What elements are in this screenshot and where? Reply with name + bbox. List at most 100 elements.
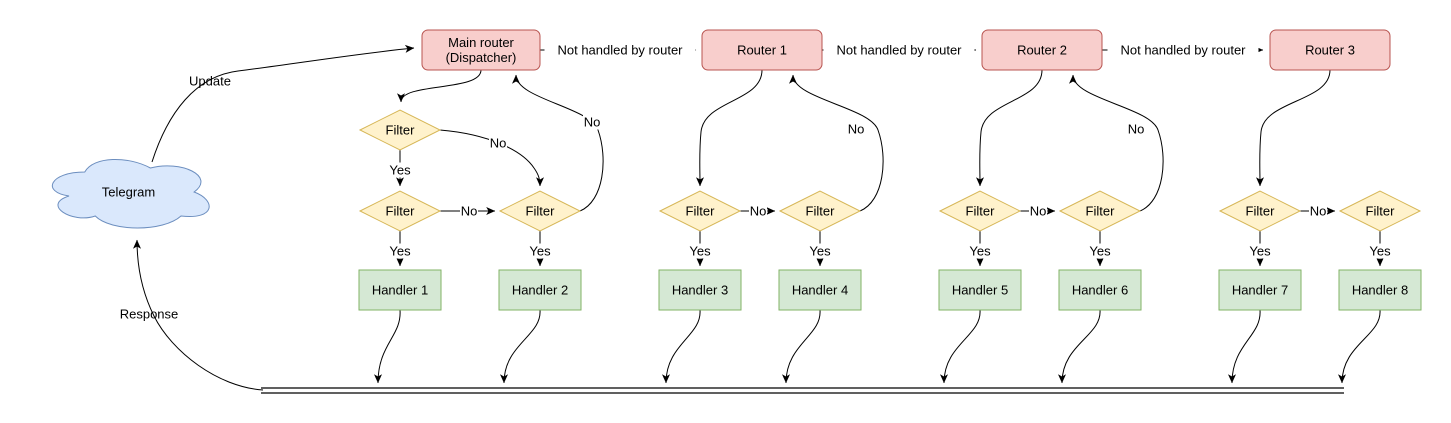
filter1-no-label-bg <box>460 203 478 219</box>
filter4-yes-label-bg <box>807 243 833 259</box>
handler-8-node <box>1338 269 1422 311</box>
filter3-yes-label: Yes <box>689 244 711 259</box>
handler2-to-bus-edge <box>500 309 541 384</box>
filter-main-top-node <box>358 109 442 151</box>
main-router-node <box>421 29 541 71</box>
filter0-yes-label-bg <box>387 162 413 178</box>
filter4-no-return-label-bg <box>847 121 865 137</box>
handler-6-label: Handler 6 <box>1072 283 1128 298</box>
filter0-no-label: No <box>490 136 507 151</box>
filter7-no-label-bg <box>1309 203 1327 219</box>
filter6-no-return-edge <box>1069 74 1164 212</box>
router2-to-filter-edge <box>975 69 1043 187</box>
not-handled-3-label: Not handled by router <box>1120 43 1246 58</box>
handler3-to-bus-edge <box>662 309 701 384</box>
response-bus-line <box>261 387 1344 394</box>
router-3-label-line: Router 3 <box>1305 43 1355 58</box>
handler-8-label: Handler 8 <box>1352 283 1408 298</box>
nodes-layer: Telegram Main router(Dispatcher) Router 1 R… <box>51 29 1422 311</box>
router-1-node <box>701 29 823 71</box>
filter2-yes-label: Yes <box>529 244 551 259</box>
dispatcher-to-filter-edge <box>397 69 482 103</box>
main-router-label: Main router(Dispatcher) <box>446 35 517 65</box>
router-3-label: Router 3 <box>1305 43 1355 58</box>
filter-r3-right-node <box>1338 190 1422 232</box>
router-2-node <box>981 29 1103 71</box>
filter8-yes-label-bg <box>1367 243 1393 259</box>
not-handled-2-label: Not handled by router <box>836 43 962 58</box>
filter2-no-return-edge <box>512 74 604 212</box>
handler-7-label: Handler 7 <box>1232 283 1288 298</box>
handler-3-node <box>658 269 742 311</box>
filter-r3-left-label: Filter <box>1246 204 1276 219</box>
filter-main-left-label: Filter <box>386 204 416 219</box>
filter0-yes-label: Yes <box>389 163 411 178</box>
handler-1-label: Handler 1 <box>372 283 428 298</box>
router1-to-filter-edge <box>695 69 763 187</box>
filter-r1-left-label: Filter <box>686 204 716 219</box>
handler6-to-bus-edge <box>1058 309 1101 384</box>
not-handled-2-label-bg <box>823 42 975 58</box>
filter4-no-return-edge <box>789 74 884 212</box>
handler8-to-bus-edge <box>1338 309 1381 384</box>
handler-2-node <box>498 269 582 311</box>
handler-5-node <box>938 269 1022 311</box>
filter2-yes-label-bg <box>527 243 553 259</box>
filter1-yes-label-bg <box>387 243 413 259</box>
router-3-node <box>1269 29 1391 71</box>
router-2-label: Router 2 <box>1017 43 1067 58</box>
handler-4-node <box>778 269 862 311</box>
handler-7-node <box>1218 269 1302 311</box>
filter7-no-label: No <box>1310 204 1327 219</box>
filter6-yes-label: Yes <box>1089 244 1111 259</box>
filter-r2-left-label: Filter <box>966 204 996 219</box>
filter7-yes-label: Yes <box>1249 244 1271 259</box>
filter-main-right-node <box>498 190 582 232</box>
filter3-no-label-bg <box>749 203 767 219</box>
filter6-no-return-label: No <box>1128 122 1145 137</box>
filter-r2-right-node <box>1058 190 1142 232</box>
filter5-no-label-bg <box>1029 203 1047 219</box>
response-label: Response <box>120 307 179 322</box>
filter5-no-label: No <box>1030 204 1047 219</box>
filter-r1-right-label: Filter <box>806 204 836 219</box>
filter3-no-label: No <box>750 204 767 219</box>
filter6-no-return-label-bg <box>1127 121 1145 137</box>
filter8-yes-label: Yes <box>1369 244 1391 259</box>
filter-main-right-label: Filter <box>526 204 556 219</box>
update-edge <box>151 44 415 163</box>
filter2-no-return-label-bg <box>583 114 601 130</box>
filter0-no-edge <box>439 129 544 187</box>
filter3-yes-label-bg <box>687 243 713 259</box>
filter-r3-right-label: Filter <box>1366 204 1396 219</box>
router-2-label-line: Router 2 <box>1017 43 1067 58</box>
filter-main-left-node <box>358 190 442 232</box>
filter1-no-label: No <box>461 204 478 219</box>
router-1-label: Router 1 <box>737 43 787 58</box>
response-edge <box>133 239 264 391</box>
filter-r2-left-node <box>938 190 1022 232</box>
handler7-to-bus-edge <box>1228 309 1261 384</box>
handler1-to-bus-edge <box>374 309 401 384</box>
filter7-yes-label-bg <box>1247 243 1273 259</box>
filter-main-top-label: Filter <box>386 123 416 138</box>
router3-to-filter-edge <box>1255 69 1331 187</box>
telegram-label: Telegram <box>102 185 155 200</box>
filter0-no-label-bg <box>489 135 507 151</box>
telegram-cloud <box>51 158 210 229</box>
handler4-to-bus-edge <box>782 309 821 384</box>
router-1-label-line: Router 1 <box>737 43 787 58</box>
handler5-to-bus-edge <box>940 309 981 384</box>
handler-4-label: Handler 4 <box>792 283 848 298</box>
filter5-yes-label: Yes <box>969 244 991 259</box>
filter-r2-right-label: Filter <box>1086 204 1116 219</box>
filter4-no-return-label: No <box>848 122 865 137</box>
filter-r1-right-node <box>778 190 862 232</box>
filter6-yes-label-bg <box>1087 243 1113 259</box>
not-handled-1-label: Not handled by router <box>557 43 683 58</box>
handler-2-label: Handler 2 <box>512 283 568 298</box>
handler-3-label: Handler 3 <box>672 283 728 298</box>
filter5-yes-label-bg <box>967 243 993 259</box>
